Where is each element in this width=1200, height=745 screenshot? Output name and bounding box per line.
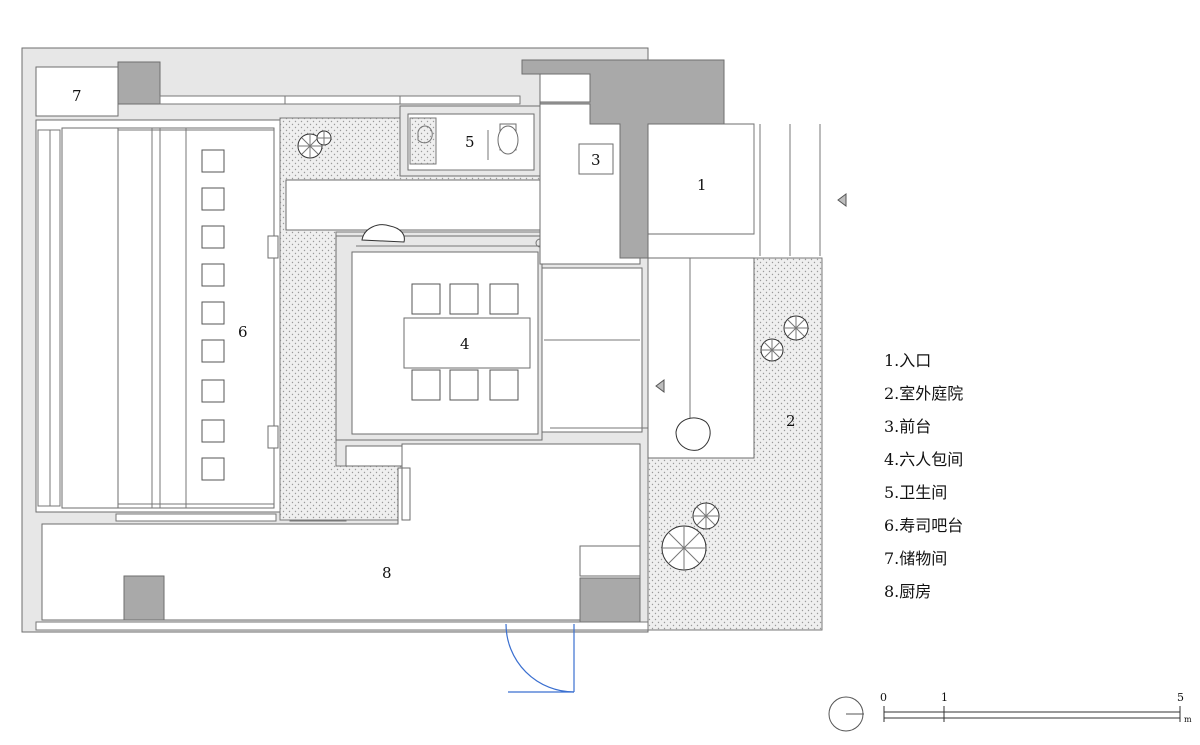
kitchen — [41, 443, 641, 621]
bar-seat — [201, 379, 225, 403]
legend: 1.入口 2.室外庭院 3.前台 4.六人包间 5.卫生间 6.寿司吧台 7.储… — [884, 350, 963, 614]
legend-item: 4.六人包间 — [884, 450, 964, 469]
north-arrow-icon — [828, 696, 864, 732]
scale-bar: 0 1 5 m — [880, 691, 1192, 724]
room-label-5: 5 — [465, 133, 475, 151]
bar-seat — [201, 339, 225, 363]
room-label-4: 4 — [460, 335, 470, 353]
stone-ornament — [361, 224, 405, 243]
tree-icon — [760, 338, 784, 362]
legend-item: 6.寿司吧台 — [884, 516, 964, 535]
bar-seat — [201, 457, 225, 481]
table-chair — [489, 369, 519, 401]
table-chair — [411, 283, 441, 315]
top-window-strip — [159, 95, 521, 105]
tree-icon — [661, 525, 707, 571]
legend-item: 3.前台 — [884, 417, 932, 436]
legend-item: 8.厨房 — [884, 582, 932, 601]
bar-seat — [201, 301, 225, 325]
scale-tick-0: 0 — [880, 691, 887, 704]
room-label-7: 7 — [72, 87, 82, 105]
tree-icon — [692, 502, 720, 530]
kitchen-column-right — [579, 577, 641, 623]
entry-arrow-icon — [837, 193, 847, 207]
exit-door-swing — [505, 623, 575, 693]
dining-table — [403, 317, 531, 369]
legend-item: 5.卫生间 — [884, 483, 948, 502]
storage-column — [117, 61, 161, 105]
scale-tick-1: 1 — [941, 691, 948, 704]
tree-icon — [297, 133, 323, 159]
left-window — [37, 129, 61, 507]
tree-icon — [783, 315, 809, 341]
kitchen-column-left — [123, 575, 165, 621]
legend-item: 1.入口 — [884, 351, 932, 370]
room-label-6: 6 — [238, 323, 248, 341]
room-label-2: 2 — [786, 412, 796, 430]
room-label-8: 8 — [382, 564, 392, 582]
bar-seat — [201, 225, 225, 249]
sushi-counter — [117, 127, 275, 509]
room-label-3: 3 — [591, 151, 601, 169]
table-chair — [489, 283, 519, 315]
room-label-1: 1 — [697, 176, 707, 194]
entrance-vestibule — [647, 123, 755, 235]
toilet-bowl — [497, 125, 519, 155]
scale-unit: m — [1184, 715, 1192, 724]
courtyard-rock — [675, 417, 711, 451]
bar-seat — [201, 263, 225, 287]
legend-item: 7.储物间 — [884, 549, 948, 568]
sushi-counter-back — [61, 127, 119, 509]
table-chair — [449, 283, 479, 315]
table-chair — [449, 369, 479, 401]
corridor-walkway — [285, 179, 549, 231]
bar-seat — [201, 187, 225, 211]
bar-seat — [201, 419, 225, 443]
bar-seat — [201, 149, 225, 173]
bottom-wall-strip — [35, 621, 649, 631]
storage-room — [35, 66, 119, 117]
tree-icon — [316, 130, 332, 146]
entry-arrow-icon — [655, 379, 665, 393]
hall-area — [541, 267, 643, 433]
legend-item: 2.室外庭院 — [884, 384, 964, 403]
reception-desk — [578, 143, 614, 175]
scale-tick-5: 5 — [1177, 691, 1184, 704]
table-chair — [411, 369, 441, 401]
